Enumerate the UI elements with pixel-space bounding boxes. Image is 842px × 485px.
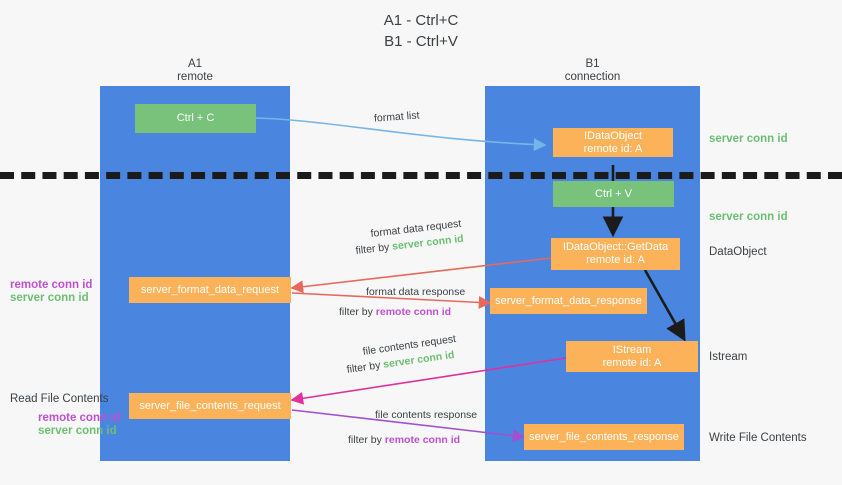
filter-prefix: filter by [348, 434, 385, 446]
lane-header-b1: B1 connection [564, 58, 621, 83]
box-getdata-line2: remote id: A [586, 254, 645, 266]
label-write-file-contents: Write File Contents [709, 432, 807, 444]
box-idataobject[interactable]: IDataObject remote id: A [553, 128, 673, 157]
label-dataobject: DataObject [709, 246, 767, 258]
box-istream-line2: remote id: A [602, 356, 662, 369]
label-left-remote-conn-id-2: remote conn id [38, 412, 121, 424]
label-read-file-contents: Read File Contents [10, 393, 109, 405]
box-istream[interactable]: IStream remote id: A [566, 341, 698, 372]
filter-prefix: filter by [355, 240, 393, 257]
phase-divider [0, 172, 842, 179]
label-left-remote-conn-id-1: remote conn id [10, 279, 93, 291]
page-title: A1 - Ctrl+C B1 - Ctrl+V [383, 12, 459, 50]
box-idataobject-getdata[interactable]: IDataObject::GetData remote id: A [551, 238, 680, 270]
box-istream-line1: IStream [612, 343, 652, 356]
filter-prefix: filter by [346, 358, 385, 376]
filter-value: remote conn id [384, 434, 461, 446]
box-ctrl-c[interactable]: Ctrl + C [135, 104, 256, 133]
filter-prefix: filter by [339, 306, 376, 318]
caption-format-data-response: format data response [366, 286, 466, 298]
caption-file-contents-response-filter: filter by remote conn id [348, 434, 460, 447]
label-server-conn-id-mid: server conn id [709, 211, 788, 223]
lane-header-a1: A1 remote [177, 58, 213, 83]
label-istream: Istream [709, 351, 748, 363]
label-left-server-conn-id-1: server conn id [10, 292, 89, 304]
box-server-format-data-request[interactable]: server_format_data_request [129, 277, 291, 303]
box-idataobject-line2: remote id: A [583, 142, 643, 155]
filter-value: remote conn id [375, 306, 452, 318]
box-server-file-contents-request[interactable]: server_file_contents_request [129, 393, 291, 419]
box-server-format-data-response[interactable]: server_format_data_response [490, 288, 647, 314]
box-idataobject-line1: IDataObject [583, 129, 643, 142]
caption-format-list: format list [373, 109, 420, 125]
caption-file-contents-response: file contents response [375, 409, 478, 421]
box-server-file-contents-response[interactable]: server_file_contents_response [524, 424, 684, 450]
label-left-server-conn-id-2: server conn id [38, 425, 117, 437]
box-getdata-line1: IDataObject::GetData [562, 241, 669, 253]
caption-format-data-response-filter: filter by remote conn id [339, 306, 451, 319]
box-ctrl-v[interactable]: Ctrl + V [553, 181, 674, 207]
label-server-conn-id-top: server conn id [709, 133, 788, 145]
